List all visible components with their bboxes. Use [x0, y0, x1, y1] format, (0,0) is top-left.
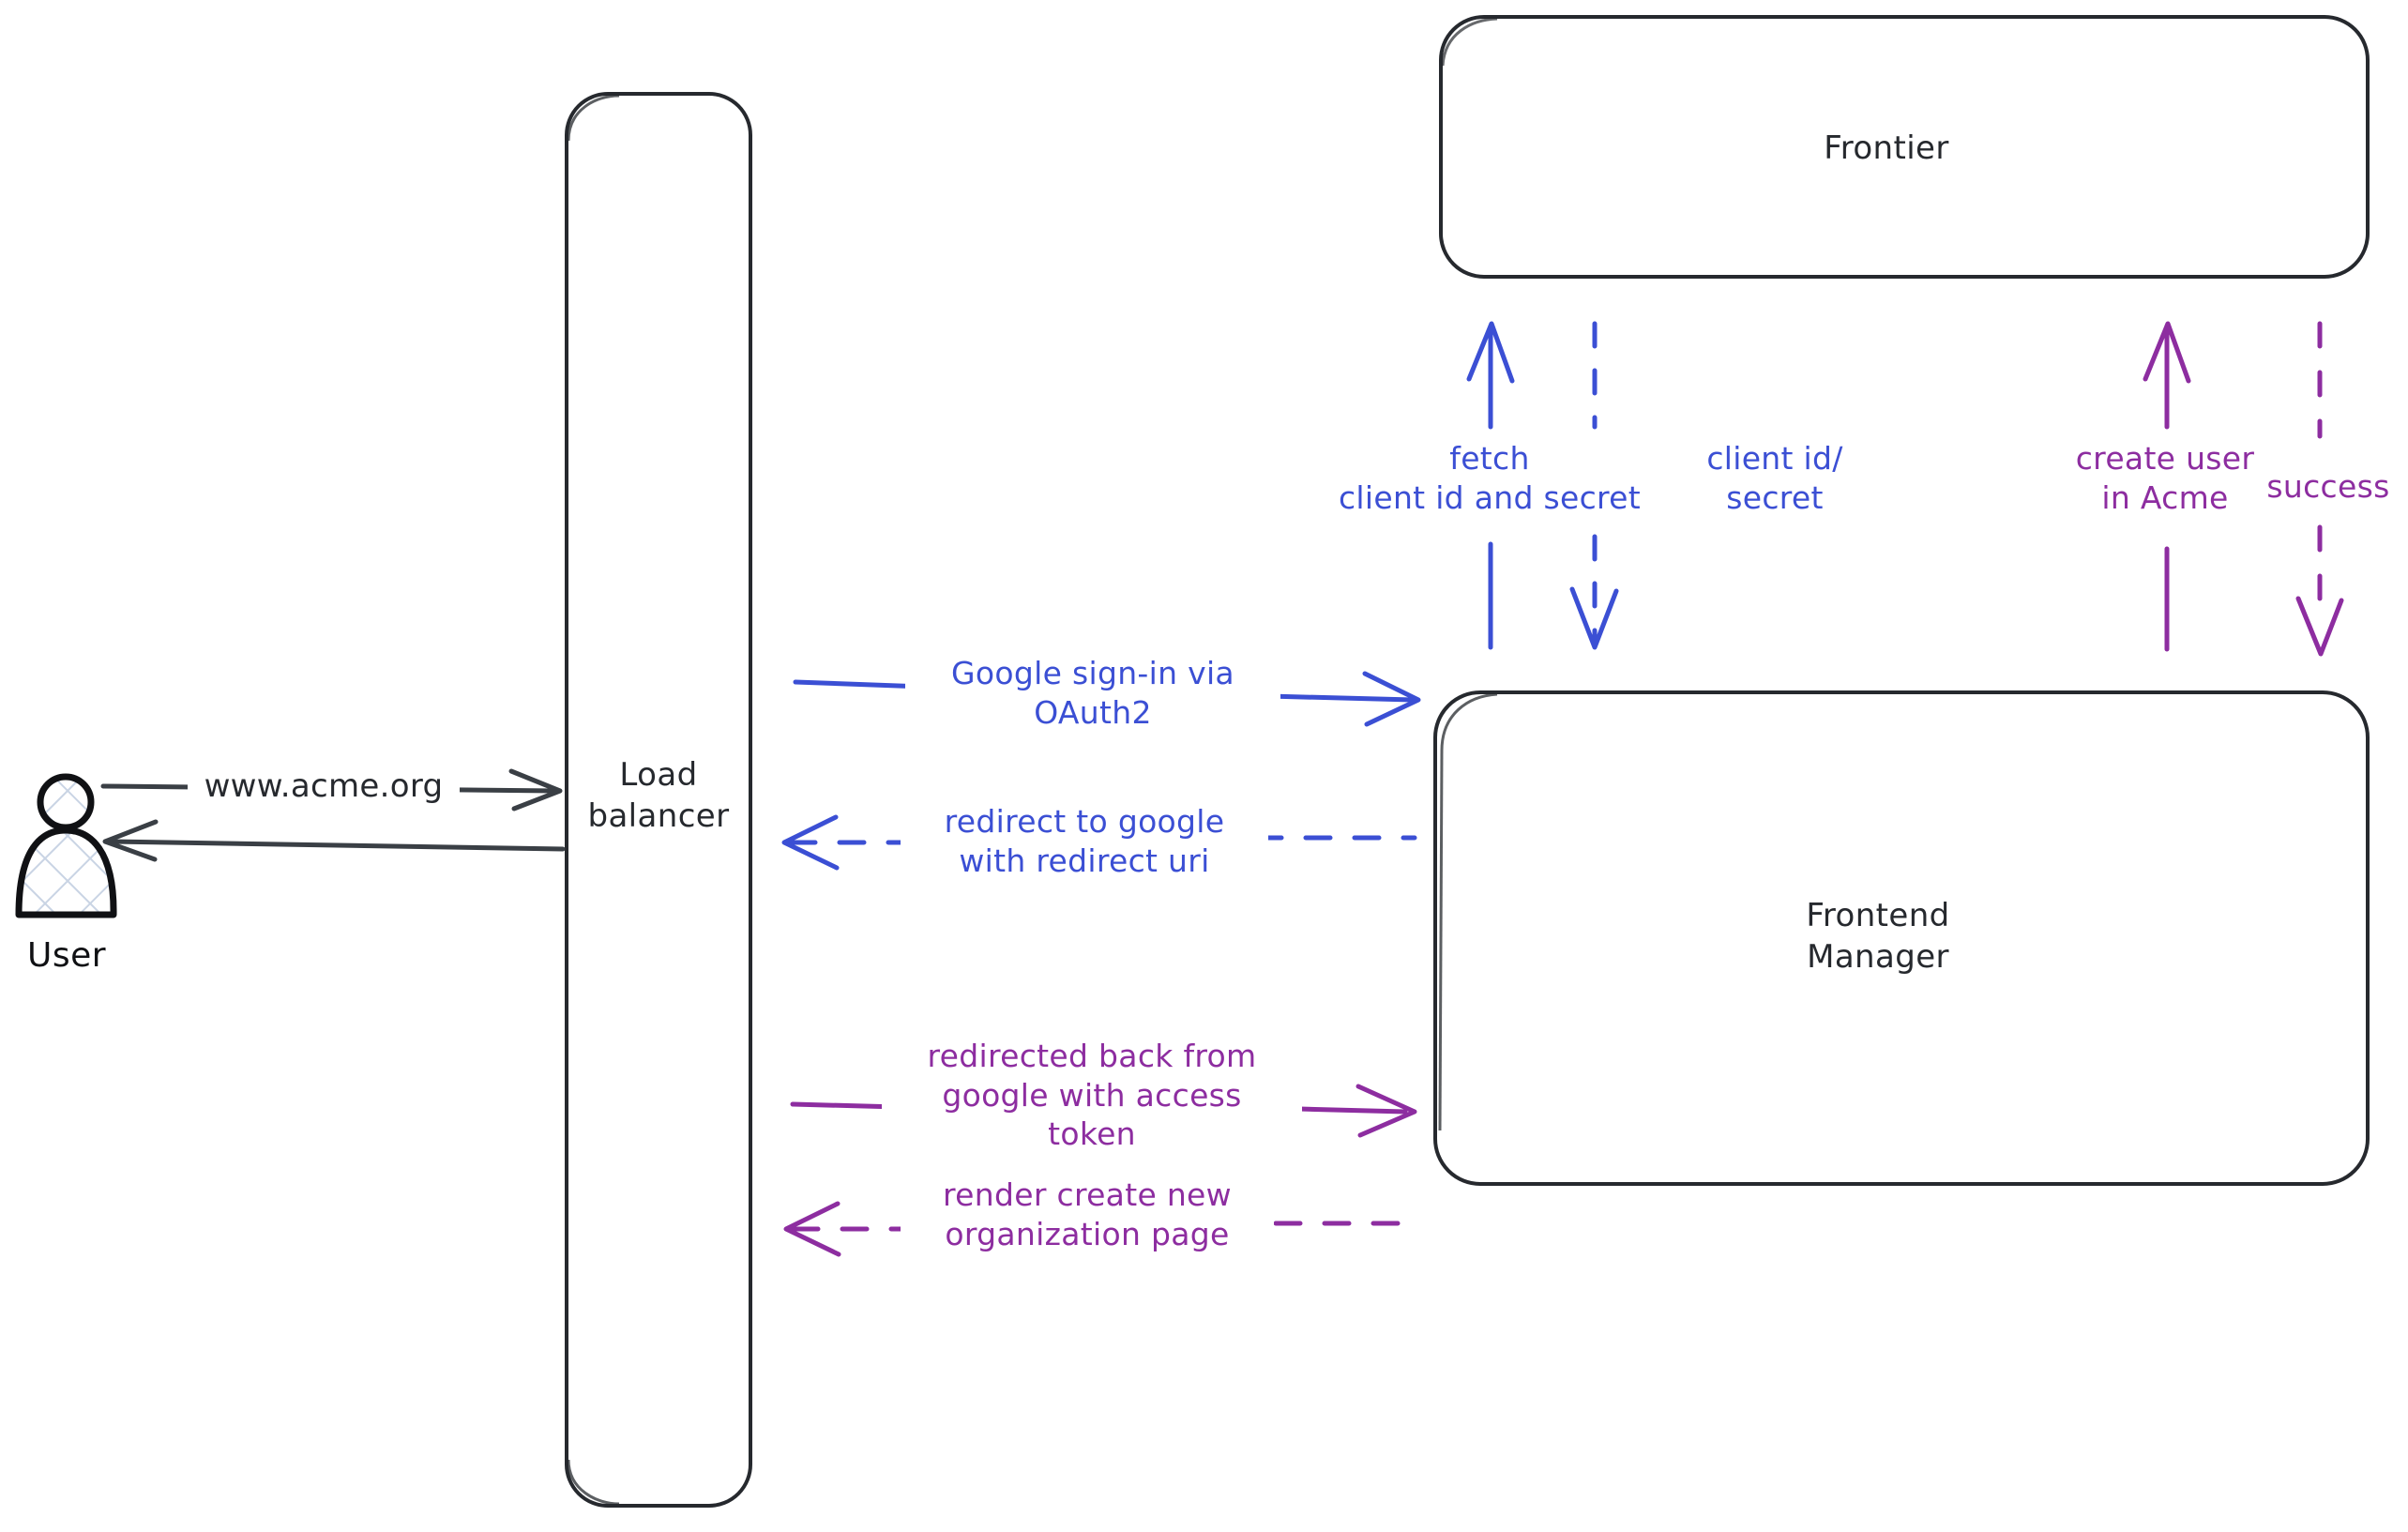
edge-fm-to-lb-render-arrow	[783, 1201, 1414, 1257]
edge-fm-to-lb-redirect-arrow	[781, 814, 1417, 871]
node-load-balancer-shape[interactable]	[565, 92, 752, 1508]
node-frontend-manager-shape[interactable]	[1433, 690, 2370, 1186]
edge-fm-to-frontier-create-arrow	[2143, 321, 2191, 652]
edge-lb-to-user-arrow	[102, 819, 566, 862]
person-icon	[15, 773, 117, 918]
edge-lb-to-fm-token-arrow	[790, 1084, 1417, 1138]
edge-user-to-lb-arrow	[100, 768, 563, 812]
actor-user-caption: User	[26, 936, 107, 975]
edge-frontier-to-fm-creds-arrow	[1569, 321, 1619, 650]
edge-fm-to-frontier-fetch-arrow	[1466, 321, 1515, 650]
edge-lb-to-fm-signin-arrow	[793, 671, 1421, 727]
edge-frontier-to-fm-success-arrow	[2295, 321, 2344, 657]
node-frontier-shape[interactable]	[1439, 15, 2370, 279]
